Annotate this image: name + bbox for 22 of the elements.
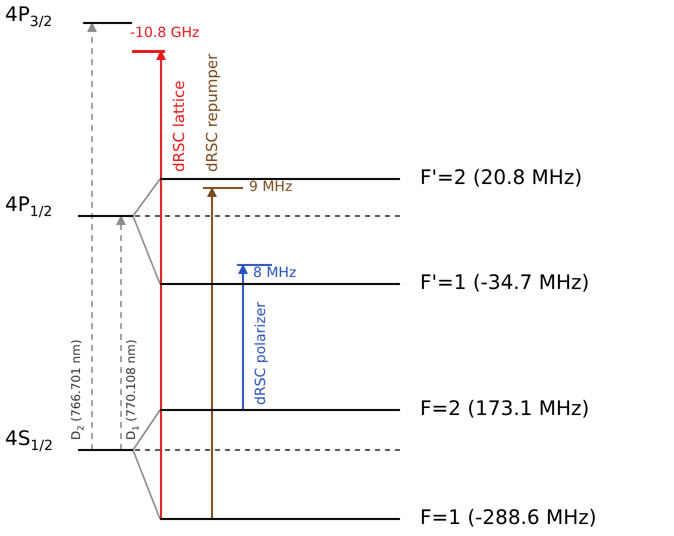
level-label: 8 MHz xyxy=(253,266,296,282)
edge-label: dRSC lattice xyxy=(172,80,187,172)
connector-line xyxy=(132,450,161,520)
transition-arrow xyxy=(116,215,126,450)
transition-arrow xyxy=(238,264,248,410)
level-label: F=1 (-288.6 MHz) xyxy=(420,506,597,528)
level-label: F'=2 (20.8 MHz) xyxy=(420,166,582,188)
connector-line xyxy=(132,178,161,216)
edge-label: dRSC repumper xyxy=(205,54,220,172)
transition-arrow xyxy=(207,187,217,519)
connector-line xyxy=(132,216,161,284)
level-label: -10.8 GHz xyxy=(130,26,200,42)
connector-line xyxy=(132,410,161,450)
level-label: 4P$_{3/2}$ xyxy=(5,3,52,30)
level-label: F'=1 (-34.7 MHz) xyxy=(420,271,590,293)
edge-label: dRSC polarizer xyxy=(254,302,268,405)
level-label: 4P$_{1/2}$ xyxy=(5,193,52,220)
level-label: 4S$_{1/2}$ xyxy=(5,427,53,454)
transition-arrow xyxy=(87,22,97,450)
transition-arrow xyxy=(156,50,166,519)
level-label: 9 MHz xyxy=(249,180,292,196)
level-label: F=2 (173.1 MHz) xyxy=(420,397,590,419)
